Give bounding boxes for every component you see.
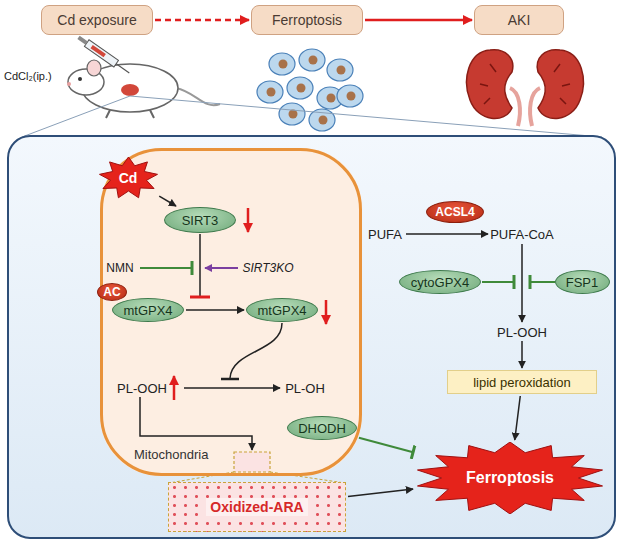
protein-ellipse: SIRT3 bbox=[164, 207, 236, 233]
node-text: ACSL4 bbox=[435, 205, 474, 219]
cell-panel bbox=[8, 136, 615, 538]
protein-ellipse: mtGPX4 bbox=[246, 298, 318, 322]
cadmium-star: Cd bbox=[99, 157, 158, 199]
pathway-label: PUFA bbox=[368, 227, 402, 242]
pathway-label: SIRT3KO bbox=[242, 261, 293, 275]
pathway-label: PL-OH bbox=[285, 381, 325, 396]
protein-ellipse: DHODH bbox=[287, 416, 357, 440]
connector bbox=[159, 196, 176, 206]
node-text: FSP1 bbox=[566, 275, 599, 290]
protein-ellipse: FSP1 bbox=[555, 270, 610, 294]
node-text: AC bbox=[103, 285, 120, 299]
node-text: Ferroptosis bbox=[466, 469, 554, 487]
acetyl-tag: AC bbox=[97, 283, 127, 301]
node-text: Oxidized-ARA bbox=[206, 498, 307, 516]
zoom-box: Oxidized-ARA bbox=[168, 482, 346, 532]
connector bbox=[186, 309, 244, 311]
protein-ellipse: cytoGPX4 bbox=[399, 270, 481, 294]
pathway-arrows bbox=[140, 208, 555, 483]
connector bbox=[155, 19, 249, 22]
mitochondria-fill bbox=[100, 148, 362, 476]
connector bbox=[365, 19, 472, 22]
mouse-illustration bbox=[67, 34, 220, 118]
node-text: cytoGPX4 bbox=[411, 275, 470, 290]
node-text: mtGPX4 bbox=[123, 303, 172, 318]
protein-ellipse: mtGPX4 bbox=[112, 298, 184, 322]
node-text: Cd exposure bbox=[57, 12, 136, 28]
node-text: Mitochondria bbox=[134, 447, 208, 462]
stage-box: Ferroptosis bbox=[251, 5, 363, 35]
node-text: Ferroptosis bbox=[272, 12, 342, 28]
process-box: lipid peroxidation bbox=[447, 370, 597, 394]
node-text: lipid peroxidation bbox=[473, 375, 571, 390]
stage-box: AKI bbox=[474, 5, 564, 35]
kidney-illustration bbox=[467, 50, 584, 126]
pathway-label: PL-OOH bbox=[117, 381, 167, 396]
pathway-label: PUFA-CoA bbox=[490, 227, 554, 242]
cell-cluster bbox=[257, 49, 363, 131]
pathway-label: PL-OOH bbox=[497, 325, 547, 340]
ferroptosis-burst: Ferroptosis bbox=[415, 442, 605, 514]
connector bbox=[515, 396, 521, 440]
node-text: mtGPX4 bbox=[257, 303, 306, 318]
pathway-label: NMN bbox=[106, 261, 133, 275]
node-text: Cd bbox=[119, 170, 138, 186]
connector bbox=[348, 489, 413, 496]
node-text: AKI bbox=[508, 12, 531, 28]
connector bbox=[359, 438, 413, 452]
enzyme-ellipse: ACSL4 bbox=[426, 201, 484, 223]
pathway-label: CdCl₂(ip.) bbox=[4, 70, 52, 82]
node-text: SIRT3 bbox=[182, 213, 219, 228]
stage-box: Cd exposure bbox=[41, 5, 153, 35]
node-text: DHODH bbox=[298, 421, 346, 436]
